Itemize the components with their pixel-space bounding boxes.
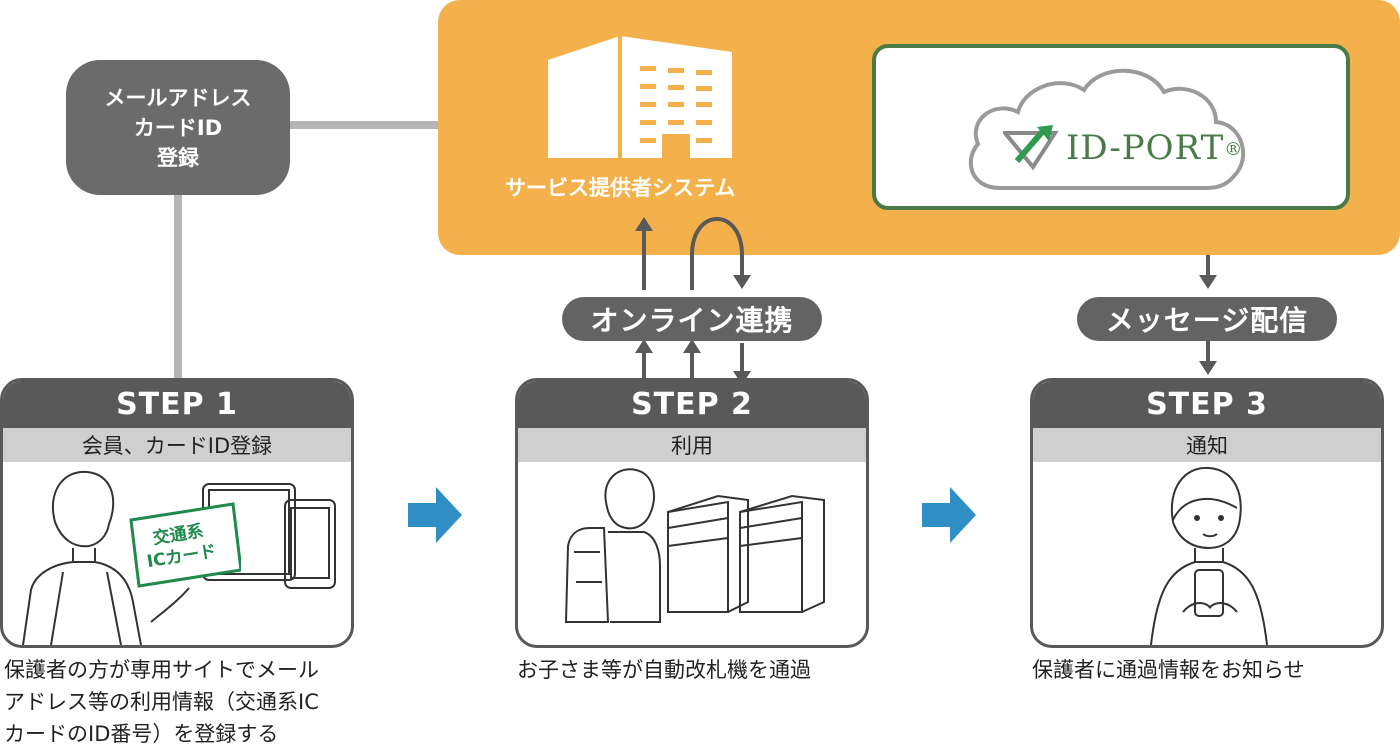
step-2-illustration: [518, 462, 866, 645]
step-1-subtitle: 会員、カードID登録: [3, 428, 351, 462]
step-3-illustration: [1033, 462, 1381, 645]
blue-arrow-icon: [922, 487, 976, 543]
online-connection-label: オンライン連携: [562, 297, 822, 341]
connector-line-horizontal: [290, 121, 438, 129]
step-2-card: STEP 2 利用: [515, 378, 869, 648]
step-2-desc-line-1: お子さま等が自動改札機を通過: [517, 658, 811, 682]
registration-box: メールアドレス カードID 登録: [66, 60, 290, 195]
step-1-illustration: 交通系 ICカード: [3, 462, 351, 645]
step-2-title: STEP 2: [518, 381, 866, 428]
service-system-label: サービス提供者システム: [505, 176, 736, 200]
step-3-card: STEP 3 通知: [1030, 378, 1384, 648]
parent-with-phone-illustration: [1150, 466, 1268, 645]
registration-line-1: メールアドレス: [104, 85, 252, 110]
step-1-description: 保護者の方が専用サイトでメール アドレス等の利用情報（交通系IC カードのID番…: [4, 654, 364, 750]
connector-line-vertical: [174, 195, 182, 380]
ic-card-icon: [129, 502, 241, 588]
building-icon: [548, 36, 732, 158]
registered-mark: ®: [1224, 139, 1244, 160]
step-3-subtitle: 通知: [1033, 428, 1381, 462]
id-port-logo-icon: [1003, 125, 1059, 171]
cloud-icon: [968, 68, 1245, 190]
step-1-desc-line-3: カードのID番号）を登録する: [4, 722, 279, 746]
id-port-text: ID-PORT: [1066, 128, 1225, 168]
person-with-card-illustration: [22, 470, 336, 645]
step-2-description: お子さま等が自動改札機を通過: [517, 654, 877, 686]
step-3-title: STEP 3: [1033, 381, 1381, 428]
message-delivery-label: メッセージ配信: [1077, 297, 1337, 341]
step-1-card: STEP 1 会員、カードID登録 交通系 ICカード: [0, 378, 354, 648]
step-1-desc-line-1: 保護者の方が専用サイトでメール: [4, 658, 319, 682]
online-arrows: [635, 217, 751, 385]
step-3-description: 保護者に通過情報をお知らせ: [1032, 654, 1392, 686]
registration-line-2: カードID: [133, 115, 223, 140]
step-3-desc-line-1: 保護者に通過情報をお知らせ: [1032, 658, 1305, 682]
step-1-desc-line-2: アドレス等の利用情報（交通系IC: [4, 690, 319, 714]
step-2-subtitle: 利用: [518, 428, 866, 462]
blue-arrow-icon: [408, 487, 462, 543]
step-1-title: STEP 1: [3, 381, 351, 428]
id-port-logo-text: ID-PORT®: [1066, 128, 1243, 168]
child-at-ticket-gate-illustration: [564, 468, 825, 623]
registration-line-3: 登録: [157, 145, 199, 170]
message-arrows: [1199, 255, 1217, 375]
